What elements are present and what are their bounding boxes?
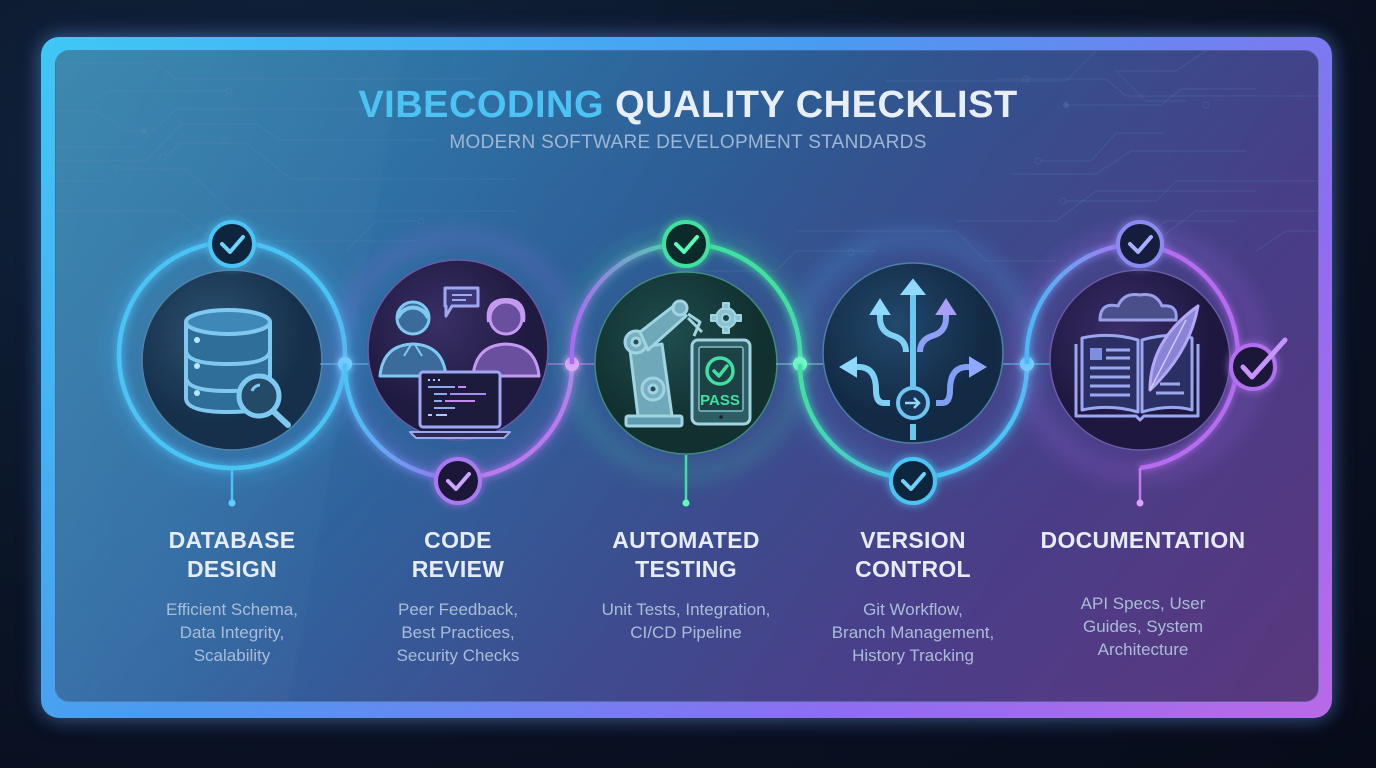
step-title: VERSION [860, 527, 966, 553]
peer-review-icon [378, 286, 541, 439]
step-desc: Unit Tests, Integration, [601, 600, 771, 619]
step-title: REVIEW [411, 556, 505, 582]
step-desc: Best Practices, [401, 623, 515, 642]
step-label-database-design: DATABASE DESIGN Efficient Schema, Data Int… [122, 526, 342, 667]
step-desc: Data Integrity, [179, 623, 285, 642]
step-version-control [790, 232, 1036, 505]
step-title: DESIGN [187, 556, 277, 582]
step-title: DATABASE [168, 527, 296, 553]
step-title: CODE [424, 527, 492, 553]
check-badge-right [1229, 337, 1288, 391]
step-title: TESTING [635, 556, 737, 582]
step-documentation [1017, 220, 1288, 507]
check-icon [446, 472, 471, 491]
step-label-version-control: VERSION CONTROL Git Workflow, Branch Manag… [793, 526, 1033, 667]
step-label-code-review: CODE REVIEW Peer Feedback, Best Practices,… [348, 526, 568, 667]
step-title: DOCUMENTATION [1040, 527, 1246, 553]
step-desc: Peer Feedback, [397, 600, 518, 619]
pass-badge: PASS [700, 356, 740, 409]
page-subtitle: MODERN SOFTWARE DEVELOPMENT STANDARDS [449, 132, 927, 153]
step-code-review [335, 232, 581, 505]
step-desc: CI/CD Pipeline [630, 623, 742, 642]
step-desc: Architecture [1097, 640, 1189, 659]
step-label-automated-testing: AUTOMATED TESTING Unit Tests, Integration… [566, 526, 806, 644]
check-icon [220, 235, 245, 254]
step-desc: History Tracking [852, 646, 974, 665]
step-desc: Scalability [193, 646, 271, 665]
check-icon [1240, 337, 1288, 380]
pass-label: PASS [700, 392, 740, 409]
check-icon [1128, 235, 1153, 254]
page-title: VIBECODING QUALITY CHECKLIST [0, 84, 1376, 127]
check-icon [901, 472, 926, 491]
step-title: AUTOMATED [612, 527, 760, 553]
check-badge [889, 457, 937, 505]
title-rest: QUALITY CHECKLIST [615, 84, 1018, 126]
check-badge [1116, 220, 1164, 268]
book-quill-icon [1074, 293, 1200, 422]
database-search-icon [184, 308, 291, 428]
step-database-design [109, 220, 355, 507]
check-icon [674, 235, 699, 254]
robot-arm-test-icon [623, 299, 752, 428]
step-desc: Security Checks [396, 646, 520, 665]
step-title: CONTROL [855, 556, 971, 582]
step-desc: Branch Management, [831, 623, 995, 642]
check-badge [208, 220, 256, 268]
step-automated-testing: PASS [563, 220, 809, 507]
title-accent: VIBECODING [358, 84, 605, 126]
branching-arrows-icon [839, 278, 987, 440]
step-desc: Efficient Schema, [166, 600, 298, 619]
step-desc: Git Workflow, [863, 600, 963, 619]
step-desc: API Specs, User [1080, 594, 1206, 613]
check-badge [662, 220, 710, 268]
circuit-pattern [56, 51, 1318, 272]
check-badge [434, 457, 482, 505]
step-desc: Guides, System [1083, 617, 1203, 636]
